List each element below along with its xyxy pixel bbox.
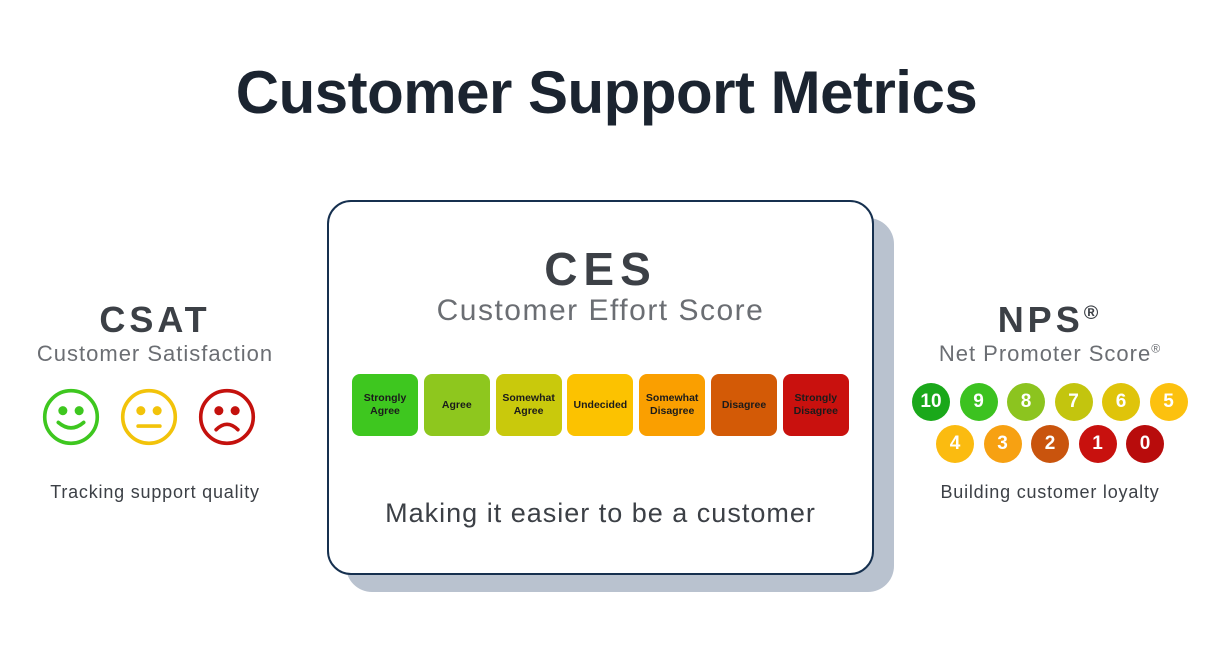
csat-faces <box>42 388 272 458</box>
nps-score-3: 3 <box>983 425 1022 463</box>
ces-card: CES Customer Effort Score Strongly Agree… <box>327 200 874 575</box>
neutral-face-icon <box>120 388 178 446</box>
ces-scale-option: Undecided <box>567 374 634 436</box>
csat-section: CSAT Customer Satisfaction <box>0 300 310 368</box>
ces-scale-option: Strongly Disagree <box>782 374 849 436</box>
sad-face-icon <box>198 388 256 446</box>
csat-name: Customer Satisfaction <box>36 341 274 366</box>
happy-face-icon <box>42 388 100 446</box>
registered-mark: ® <box>1151 341 1162 356</box>
nps-score-4: 4 <box>936 425 974 463</box>
nps-score-5: 5 <box>1149 383 1188 421</box>
ces-abbr: CES <box>544 243 657 295</box>
ces-scale-option: Somewhat Disagree <box>639 374 706 436</box>
page-title: Customer Support Metrics <box>235 59 978 126</box>
nps-score-6: 6 <box>1102 383 1140 421</box>
ces-scale-option: Agree <box>423 374 490 436</box>
nps-score-2: 2 <box>1031 425 1069 463</box>
nps-score-10: 10 <box>912 383 950 421</box>
nps-tagline: Building customer loyalty <box>940 482 1160 502</box>
nps-abbr: NPS® <box>997 299 1103 340</box>
nps-score-0: 0 <box>1126 425 1164 463</box>
nps-score-7: 7 <box>1054 383 1093 421</box>
csat-abbr: CSAT <box>99 299 211 340</box>
nps-score-1: 1 <box>1078 425 1117 463</box>
ces-scale-option: Somewhat Agree <box>495 374 562 436</box>
nps-score-9: 9 <box>959 383 998 421</box>
nps-name: Net Promoter Score® <box>938 341 1162 366</box>
csat-tagline: Tracking support quality <box>50 482 260 502</box>
ces-scale-option: Strongly Agree <box>352 374 418 436</box>
ces-scale-option: Disagree <box>711 374 777 436</box>
registered-mark: ® <box>1083 302 1103 324</box>
ces-name: Customer Effort Score <box>436 294 765 327</box>
nps-score-8: 8 <box>1007 383 1045 421</box>
ces-tagline: Making it easier to be a customer <box>385 498 816 528</box>
nps-section: NPS® Net Promoter Score® <box>900 300 1200 368</box>
